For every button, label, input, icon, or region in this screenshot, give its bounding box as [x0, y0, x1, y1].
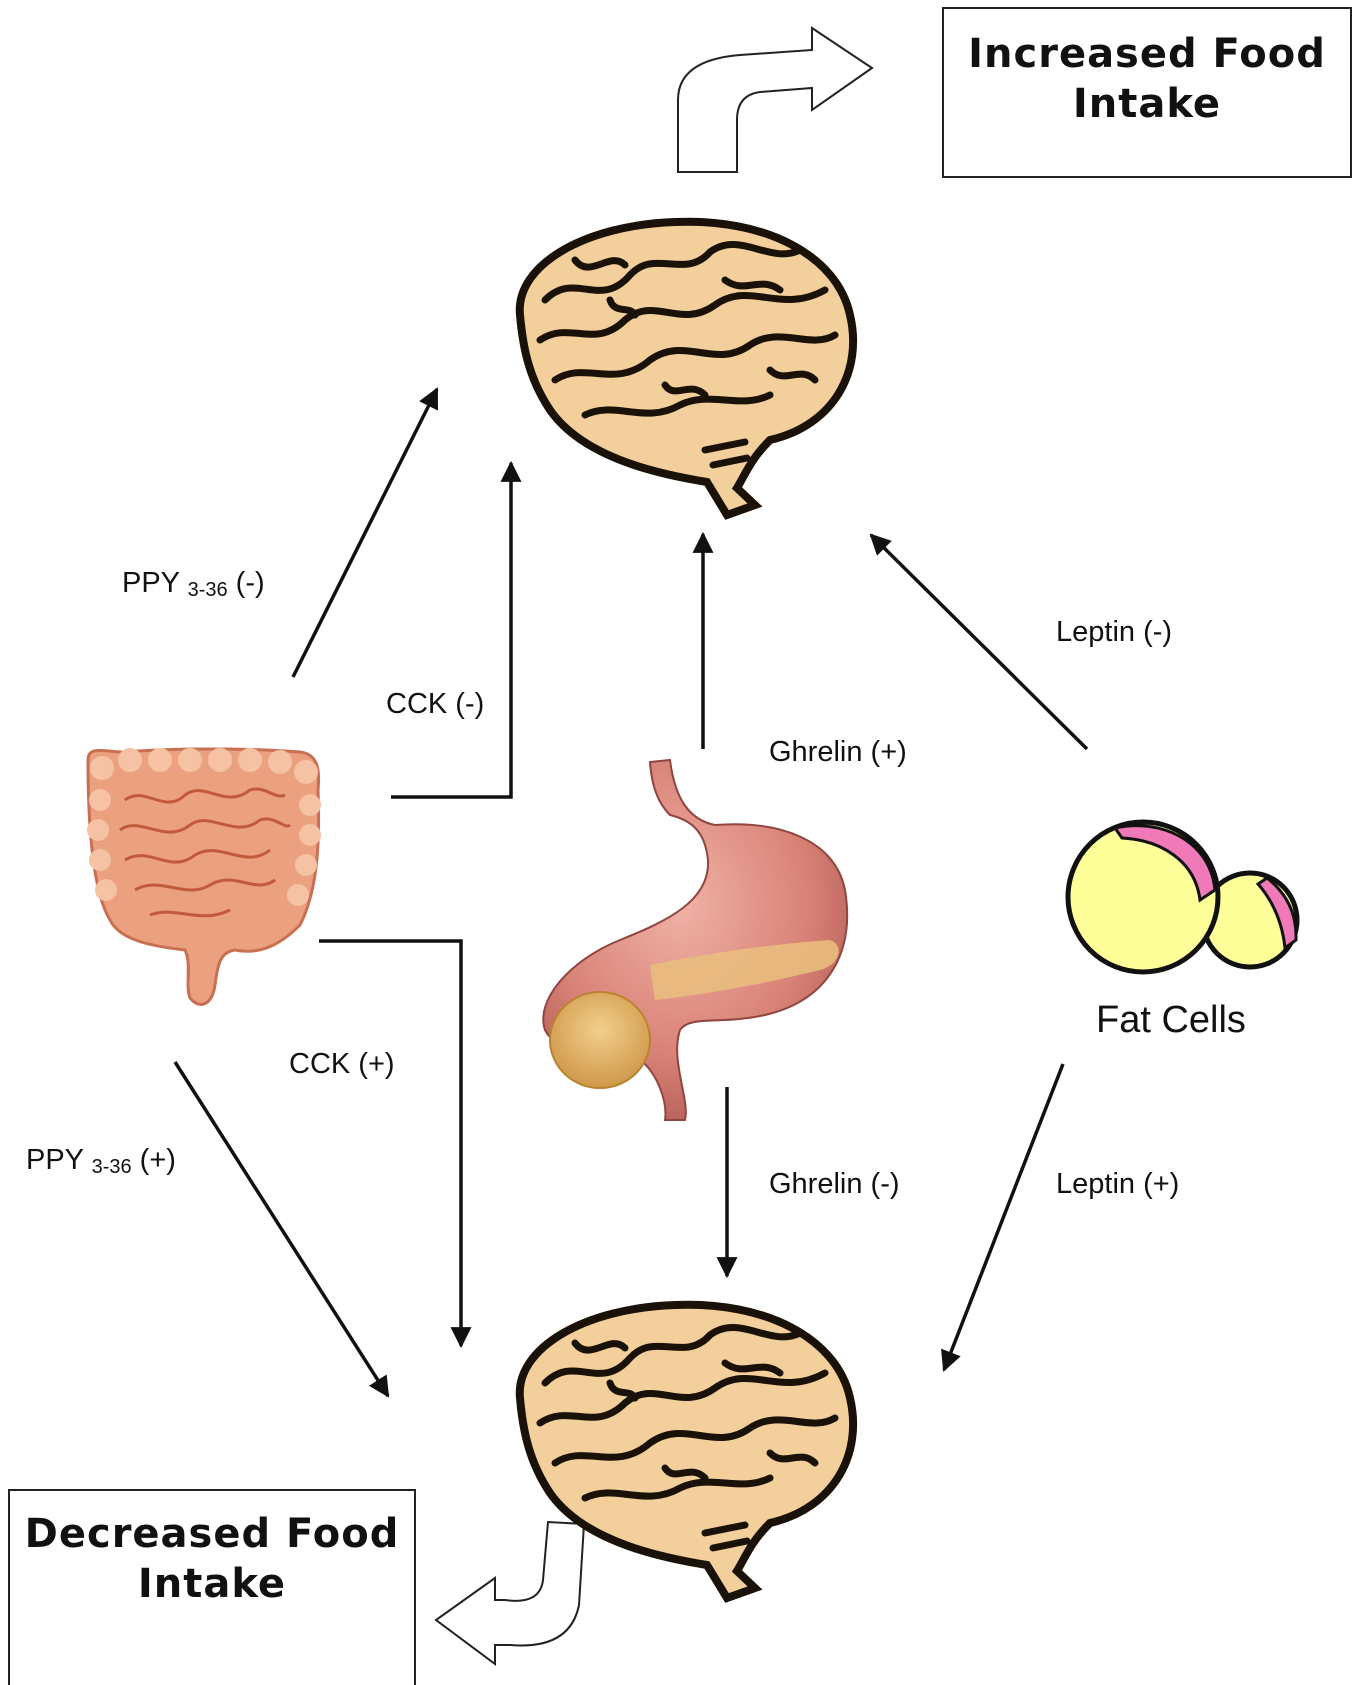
pyy-negative-subscript: 3-36 [188, 579, 228, 601]
pyy-to-top-brain-arrow [293, 389, 437, 677]
ghrelin-positive-label: Ghrelin (+) [769, 736, 907, 769]
pyy-positive-subscript: 3-36 [92, 1156, 132, 1178]
cck-to-top-brain-arrow [391, 463, 511, 797]
leptin-to-top-brain-arrow [871, 535, 1087, 749]
increased-line2: Intake [944, 79, 1350, 129]
leptin-to-bottom-brain-arrow [944, 1064, 1063, 1370]
fat-cells-label: Fat Cells [1096, 999, 1246, 1042]
stomach-image [543, 760, 847, 1120]
cck-negative-label: CCK (-) [386, 688, 484, 721]
pyy-negative-sign: (-) [236, 567, 265, 599]
pyy-positive-label: PPY 3-36 (+) [26, 1144, 176, 1179]
decreased-line2: Intake [10, 1559, 414, 1609]
leptin-positive-label: Leptin (+) [1056, 1168, 1179, 1201]
increased-food-intake-box: Increased Food Intake [942, 7, 1352, 178]
intestines-image [87, 748, 321, 1004]
down-to-decreased-arrow [436, 1522, 584, 1664]
cck-positive-label: CCK (+) [289, 1048, 395, 1081]
increased-line1: Increased Food [944, 29, 1350, 79]
pyy-negative-label: PPY 3-36 (-) [122, 567, 265, 602]
leptin-negative-label: Leptin (-) [1056, 616, 1172, 649]
pyy-positive-sign: (+) [140, 1144, 176, 1176]
pyy-to-bottom-brain-arrow [175, 1062, 388, 1396]
brain-top-image [520, 222, 853, 515]
decreased-food-intake-box: Decreased Food Intake [8, 1489, 416, 1685]
decreased-line1: Decreased Food [10, 1509, 414, 1559]
cck-to-bottom-brain-arrow [319, 941, 461, 1346]
pyy-negative-name: PPY [122, 567, 180, 599]
pyy-positive-name: PPY [26, 1144, 84, 1176]
up-to-increased-arrow [678, 28, 872, 172]
ghrelin-negative-label: Ghrelin (-) [769, 1168, 900, 1201]
fat-cells-image [1068, 822, 1297, 972]
